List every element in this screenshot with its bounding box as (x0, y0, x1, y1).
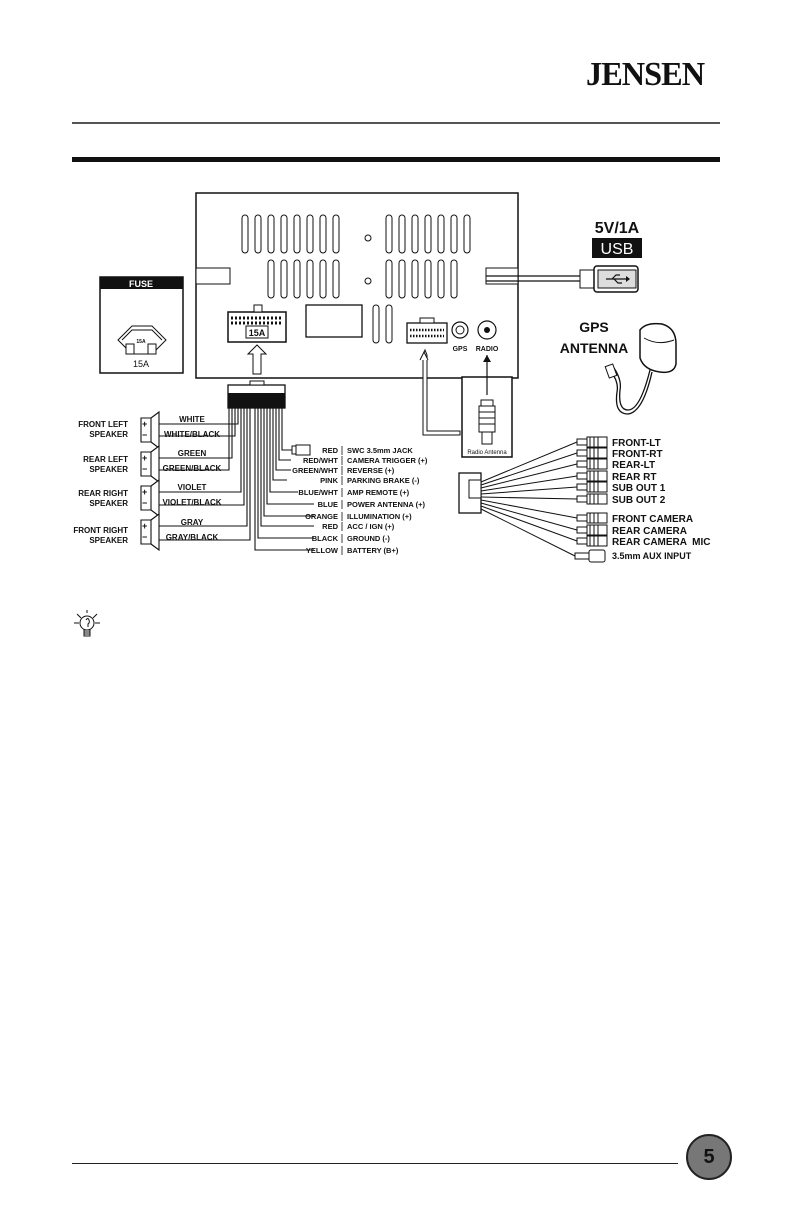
rca-front-rt: FRONT-RT (612, 449, 663, 460)
speaker-3-pos-wire: VIOLET (178, 483, 207, 492)
radio-jack-label: RADIO (476, 346, 499, 353)
speaker-2-pos-wire: GREEN (178, 449, 207, 458)
speaker-icons (140, 410, 160, 552)
footer-rule (72, 1163, 678, 1164)
speaker-1-plus: + (142, 419, 147, 429)
video-rear-camera: REAR CAMERA (612, 526, 687, 537)
speaker-4-name-line1: FRONT RIGHT (73, 526, 128, 535)
page-number-badge (686, 1134, 732, 1180)
speaker-4-plus: + (142, 521, 147, 531)
rear-camera-mic: REAR CAMERA MIC (612, 537, 711, 548)
wire-2-function: CAMERA TRIGGER (+) (347, 456, 428, 465)
wire-3-color: GREEN/WHT (292, 466, 338, 475)
wire-4-color: PINK (320, 476, 339, 485)
speaker-3-name-line2: SPEAKER (89, 499, 128, 508)
fuse-rating-label: 15A (133, 359, 149, 369)
rca-front-lt: FRONT-LT (612, 438, 661, 449)
speaker-2-name-line2: SPEAKER (89, 465, 128, 474)
speaker-3-name-line1: REAR RIGHT (78, 489, 128, 498)
wire-3-function: REVERSE (+) (347, 466, 395, 475)
speaker-3-neg-wire: VIOLET/BLACK (162, 498, 221, 507)
radio-antenna-box (461, 355, 513, 458)
wire-4-function: PARKING BRAKE (-) (347, 476, 420, 485)
page-number: 5 (703, 1146, 715, 1168)
gps-antenna-icon (604, 322, 677, 415)
rca-sub-out-1: SUB OUT 1 (612, 483, 666, 494)
harness-connector (227, 380, 286, 409)
section-rule (72, 157, 720, 162)
wire-5-color: BLUE/WHT (298, 488, 338, 497)
fuse-body-label: 15A (136, 339, 146, 345)
wire-7-color: ORANGE (305, 512, 338, 521)
speaker-2-minus: − (142, 464, 147, 474)
jensen-logo: JENSEN (586, 56, 705, 93)
speaker-4-minus: − (142, 532, 147, 542)
speaker-1-pos-wire: WHITE (179, 415, 205, 424)
usb-badge (592, 238, 642, 258)
speaker-2-name-line1: REAR LEFT (83, 455, 128, 464)
header-rule (72, 122, 720, 124)
fuse-box (99, 276, 184, 374)
usb-rating: 5V/1A (595, 220, 640, 237)
speaker-1-name-line2: SPEAKER (89, 430, 128, 439)
wire-8-color: RED (322, 522, 338, 531)
speaker-2-plus: + (142, 453, 147, 463)
speaker-4-name-line2: SPEAKER (89, 536, 128, 545)
rca-sub-out-2: SUB OUT 2 (612, 495, 666, 506)
speaker-1-neg-wire: WHITE/BLACK (164, 430, 220, 439)
wire-7-function: ILLUMINATION (+) (347, 512, 412, 521)
gps-antenna-label-line2: ANTENNA (560, 340, 628, 356)
power-connector (227, 304, 287, 343)
gps-antenna-label-line1: GPS (579, 319, 609, 335)
wire-1-color: RED (322, 446, 338, 455)
wire-6-color: BLUE (318, 500, 338, 509)
rca-harness (458, 436, 608, 563)
speaker-3-plus: + (142, 487, 147, 497)
wire-6-function: POWER ANTENNA (+) (347, 500, 425, 509)
gps-jack-label: GPS (453, 346, 468, 353)
rca-rear-lt: REAR-LT (612, 460, 655, 471)
data-connector (406, 317, 448, 344)
usb-badge-label: USB (601, 241, 634, 258)
swc-jack-plug (291, 444, 311, 456)
speaker-2-neg-wire: GREEN/BLACK (163, 464, 222, 473)
harness-wires (151, 408, 314, 551)
speaker-3-minus: − (142, 498, 147, 508)
wire-9-function: GROUND (-) (347, 534, 390, 543)
power-connector-arrow (246, 344, 268, 375)
wire-10-function: BATTERY (B+) (347, 546, 399, 555)
wire-8-function: ACC / IGN (+) (347, 522, 395, 531)
power-connector-fuse-label: 15A (249, 328, 266, 338)
speaker-1-name-line1: FRONT LEFT (78, 420, 128, 429)
usb-cable (486, 265, 639, 293)
video-front-camera: FRONT CAMERA (612, 514, 693, 525)
aux-input: 3.5mm AUX INPUT (612, 551, 692, 561)
speaker-1-minus: − (142, 430, 147, 440)
wire-5-function: AMP REMOTE (+) (347, 488, 410, 497)
wire-1-function: SWC 3.5mm JACK (347, 446, 413, 455)
speaker-4-pos-wire: GRAY (181, 518, 204, 527)
wire-10-color: YELLOW (306, 546, 339, 555)
speaker-4-neg-wire: GRAY/BLACK (166, 533, 219, 542)
radio-antenna-label: Radio Antenna (467, 450, 507, 456)
rca-rear-rt: REAR RT (612, 472, 656, 483)
usb-symbol-icon (606, 274, 630, 284)
wire-9-color: BLACK (312, 534, 339, 543)
lightbulb-icon (74, 610, 100, 637)
head-unit-rear-panel: 15A GPS RADIO (195, 192, 519, 379)
wire-2-color: RED/WHT (303, 456, 338, 465)
fuse-title: FUSE (129, 279, 153, 289)
